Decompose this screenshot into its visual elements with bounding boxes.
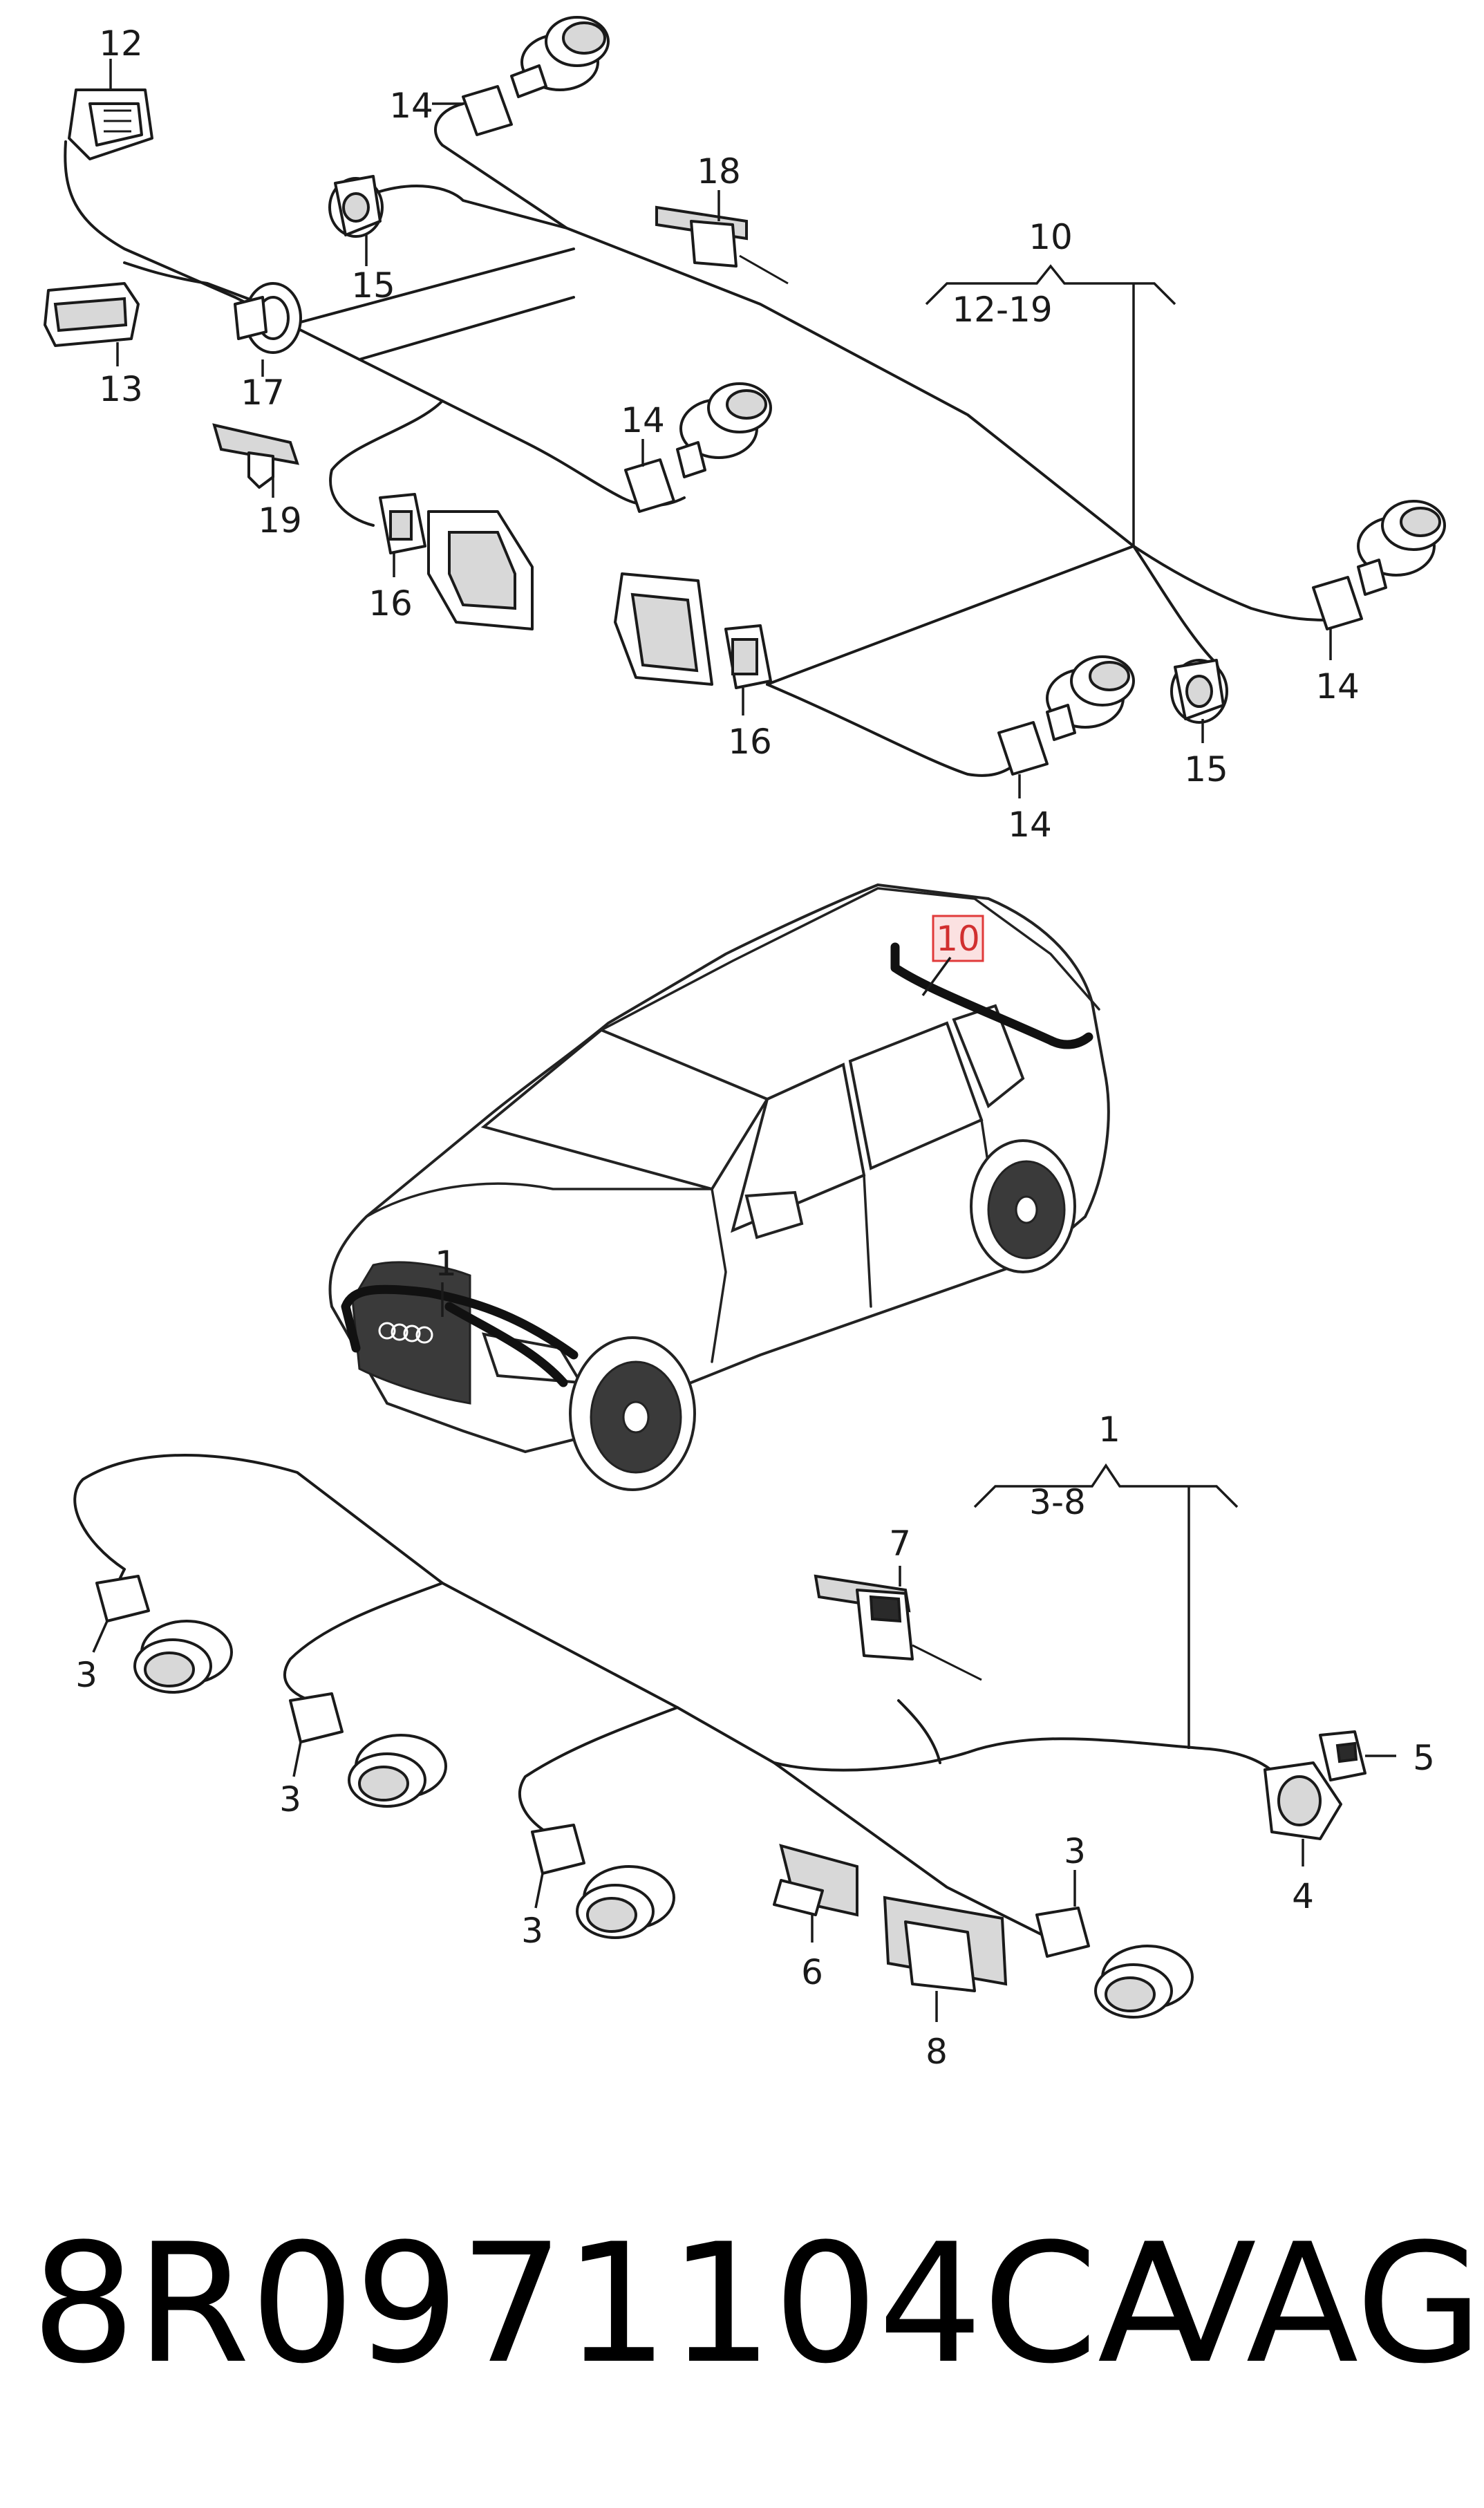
callout-10-car: 10: [936, 919, 980, 959]
connector-5: [1319, 1730, 1366, 1781]
callout-18: 18: [697, 151, 741, 191]
callout-6: 6: [801, 1952, 823, 1992]
callout-labels: 12 14 15 13 17 18 19 10 12-19 14 16 16 1…: [75, 24, 1435, 2072]
callout-16: 16: [728, 722, 772, 762]
front-harness-group: [73, 1454, 1396, 2022]
grommet-17: [234, 282, 302, 354]
bracket-10: [925, 264, 1176, 306]
callout-16: 16: [368, 583, 413, 624]
car-front-wheel: [569, 1336, 696, 1491]
rear-harness-main: [441, 144, 1349, 621]
callout-range-3-8: 3-8: [1029, 1482, 1086, 1522]
callout-5: 5: [1413, 1738, 1435, 1778]
highlight-box-10: [932, 915, 984, 962]
callout-14: 14: [621, 400, 665, 440]
sensor-15-a: [328, 175, 384, 238]
bracket-6: [773, 1844, 858, 1917]
callout-1-car: 1: [435, 1244, 457, 1284]
callout-13: 13: [99, 369, 143, 409]
callout-19: 19: [258, 500, 302, 541]
sensor-3-b: [289, 1692, 447, 1808]
callout-14: 14: [1315, 666, 1360, 706]
car-illustration: [328, 883, 1110, 1491]
sensor-14-a: [462, 16, 610, 136]
callout-17: 17: [241, 373, 285, 413]
sensor-15-b: [1170, 659, 1228, 724]
callout-15: 15: [351, 265, 395, 306]
clip-7: [814, 1574, 982, 1681]
clip-18: [655, 205, 789, 285]
callout-1-bottom: 1: [1098, 1410, 1120, 1450]
callout-7: 7: [889, 1524, 911, 1564]
callout-8: 8: [926, 2032, 948, 2072]
clip-8: [883, 1896, 1008, 1992]
car-rear-wheel: [970, 1139, 1076, 1273]
part-number: 8R0971104CA: [31, 2209, 1210, 2400]
callout-10-range: 12-19: [952, 290, 1052, 330]
sensor-3-c: [531, 1824, 675, 1939]
connector-13: [44, 282, 140, 347]
sensor-3-d: [1035, 1907, 1194, 2019]
callout-12: 12: [99, 24, 143, 64]
brand-label: VAG: [1144, 2209, 1483, 2400]
footer: 8R0971104CA VAG: [31, 2209, 1483, 2400]
connector-12: [68, 88, 153, 160]
clip-19: [212, 423, 299, 489]
sensor-3-a: [95, 1575, 233, 1694]
rear-harness-group: [44, 16, 1446, 798]
front-harness-main: [73, 1454, 1280, 1778]
callout-14: 14: [389, 86, 433, 126]
sensor-14-c: [997, 655, 1135, 776]
control-unit-16-b: [614, 572, 772, 689]
sensor-14-b: [624, 382, 772, 513]
control-unit-16-a: [379, 493, 534, 630]
callout-3: 3: [521, 1911, 543, 1951]
car-rear-harness: [890, 942, 1093, 1049]
connector-4: [1264, 1761, 1342, 1840]
callout-14: 14: [1008, 805, 1052, 845]
car-front-harness: [341, 1284, 579, 1387]
callout-15: 15: [1184, 749, 1228, 789]
callout-10-top: 10: [1029, 217, 1073, 257]
callout-4: 4: [1292, 1876, 1314, 1916]
audi-rings-icon: [378, 1322, 433, 1344]
sensor-14-d: [1312, 500, 1446, 630]
callout-3: 3: [279, 1779, 301, 1819]
bracket-1: [973, 1463, 1239, 1508]
callout-3: 3: [1064, 1831, 1086, 1871]
callout-3: 3: [75, 1655, 97, 1695]
